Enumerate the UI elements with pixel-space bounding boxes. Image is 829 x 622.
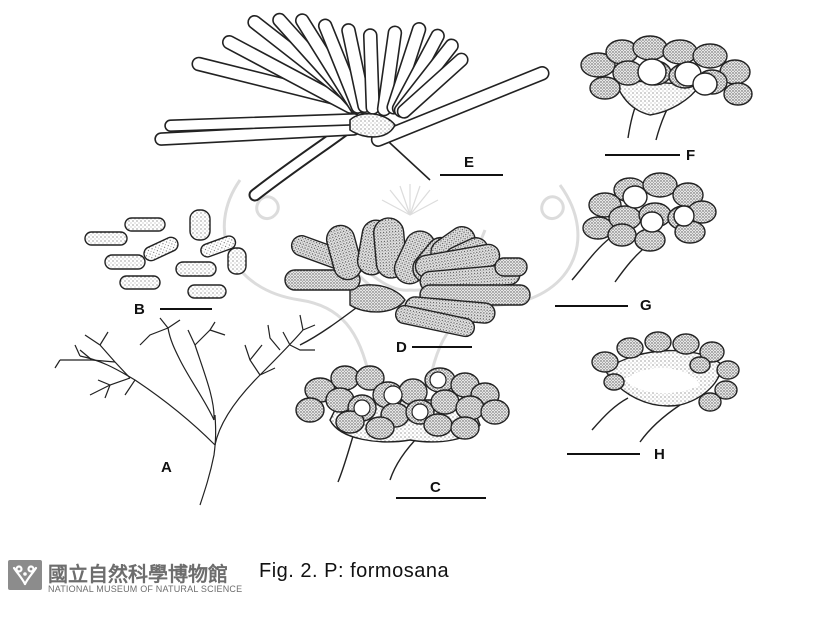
panel-label-g: G xyxy=(640,297,652,314)
museum-logo-icon xyxy=(8,560,42,590)
panel-a-habit xyxy=(54,314,316,506)
panel-label-b: B xyxy=(134,301,145,318)
panel-label-f: F xyxy=(686,147,696,164)
panel-label-h: H xyxy=(654,446,665,463)
panel-e-drawing xyxy=(154,12,550,202)
panel-c-drawing xyxy=(295,365,510,483)
panel-b-conidia xyxy=(84,209,247,299)
museum-name-en: NATIONAL MUSEUM OF NATURAL SCIENCE xyxy=(48,584,243,594)
figure-footer: 國立自然科學博物館 NATIONAL MUSEUM OF NATURAL SCI… xyxy=(8,556,628,596)
panel-g-drawing xyxy=(571,172,717,283)
panel-label-e: E xyxy=(464,154,475,171)
panel-label-a: A xyxy=(161,459,172,476)
panel-f-drawing xyxy=(580,35,753,141)
panel-h-drawing xyxy=(591,331,740,443)
panel-d-drawing xyxy=(284,217,531,346)
panel-label-d: D xyxy=(396,339,407,356)
museum-name-zh: 國立自然科學博物館 xyxy=(48,562,228,586)
figure-caption: Fig. 2. P: formosana xyxy=(259,560,450,582)
panel-label-c: C xyxy=(430,479,441,496)
